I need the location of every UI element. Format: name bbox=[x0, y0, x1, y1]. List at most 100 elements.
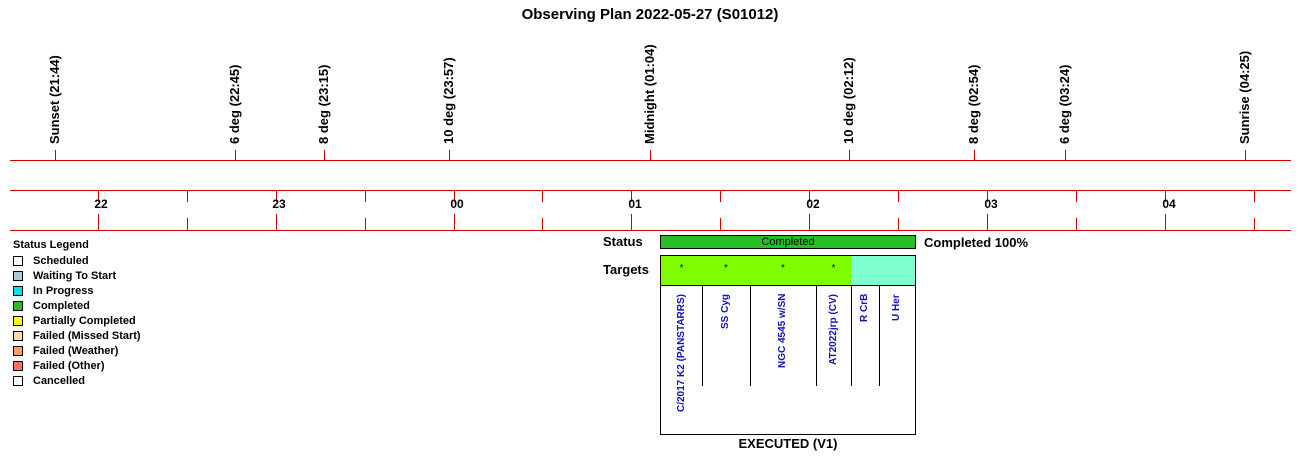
target-column-divider bbox=[702, 286, 703, 386]
target-column-divider bbox=[851, 286, 852, 386]
event-tick bbox=[1065, 150, 1066, 160]
legend-label: In Progress bbox=[33, 284, 94, 297]
target-status-cell[interactable]: * bbox=[750, 256, 817, 286]
hour-tick bbox=[898, 190, 899, 202]
hour-tick bbox=[1076, 218, 1077, 230]
hour-tick bbox=[987, 190, 988, 202]
target-column-divider bbox=[879, 286, 880, 386]
timeline-axis-line bbox=[10, 160, 1291, 161]
event-tick bbox=[849, 150, 850, 160]
hour-tick bbox=[898, 218, 899, 230]
hour-tick bbox=[542, 218, 543, 230]
hour-tick bbox=[365, 190, 366, 202]
legend-swatch bbox=[13, 315, 23, 326]
hour-tick bbox=[1165, 214, 1166, 230]
hour-tick bbox=[454, 214, 455, 230]
hour-label: 03 bbox=[984, 197, 998, 211]
event-label: Sunset (21:44) bbox=[47, 55, 62, 144]
event-tick bbox=[449, 150, 450, 160]
event-tick bbox=[974, 150, 975, 160]
target-column-divider bbox=[750, 286, 751, 386]
hour-tick bbox=[631, 190, 632, 202]
hour-label: 02 bbox=[806, 197, 820, 211]
event-tick bbox=[55, 150, 56, 160]
hour-label: 04 bbox=[1162, 197, 1176, 211]
legend-label: Failed (Other) bbox=[33, 359, 105, 372]
event-label: 6 deg (22:45) bbox=[227, 64, 242, 144]
hour-tick bbox=[809, 214, 810, 230]
legend-item: Scheduled bbox=[13, 253, 141, 268]
hour-tick bbox=[631, 214, 632, 230]
targets-row-label: Targets bbox=[603, 262, 649, 277]
legend-swatch bbox=[13, 330, 23, 341]
target-name-link[interactable]: U Her bbox=[891, 294, 902, 321]
legend-item: Waiting To Start bbox=[13, 268, 141, 283]
legend-swatch bbox=[13, 360, 23, 371]
hour-tick bbox=[987, 214, 988, 230]
event-label: 10 deg (23:57) bbox=[441, 57, 456, 144]
hour-tick bbox=[276, 214, 277, 230]
hour-tick bbox=[98, 190, 99, 202]
target-status-cell[interactable] bbox=[879, 256, 915, 286]
hour-tick bbox=[1254, 218, 1255, 230]
target-name-link[interactable]: AT2022jrp (CV) bbox=[828, 294, 839, 365]
timeline-axis-line bbox=[10, 230, 1291, 231]
hour-tick bbox=[98, 214, 99, 230]
hour-tick bbox=[1254, 190, 1255, 202]
hour-tick bbox=[187, 190, 188, 202]
target-name-link[interactable]: R CrB bbox=[859, 294, 870, 323]
hour-label: 23 bbox=[272, 197, 286, 211]
hour-tick bbox=[720, 218, 721, 230]
target-name-link[interactable]: C/2017 K2 (PANSTARRS) bbox=[676, 294, 687, 412]
legend-label: Partially Completed bbox=[33, 314, 136, 327]
legend-label: Scheduled bbox=[33, 254, 89, 267]
legend-item: Cancelled bbox=[13, 373, 141, 388]
legend-swatch bbox=[13, 375, 23, 386]
event-label: 8 deg (23:15) bbox=[316, 64, 331, 144]
executed-version-label: EXECUTED (V1) bbox=[738, 436, 838, 451]
target-name-link[interactable]: SS Cyg bbox=[720, 294, 731, 330]
legend-swatch bbox=[13, 270, 23, 281]
event-tick bbox=[324, 150, 325, 160]
hour-tick bbox=[1165, 190, 1166, 202]
legend-label: Waiting To Start bbox=[33, 269, 117, 282]
target-status-cell[interactable]: * bbox=[816, 256, 852, 286]
status-row-label: Status bbox=[603, 234, 643, 249]
hour-tick bbox=[1076, 190, 1077, 202]
hour-label: 00 bbox=[450, 197, 464, 211]
legend-item: Failed (Weather) bbox=[13, 343, 141, 358]
legend-label: Completed bbox=[33, 299, 90, 312]
hour-tick bbox=[276, 190, 277, 202]
completion-summary: Completed 100% bbox=[924, 235, 1029, 250]
event-tick bbox=[1245, 150, 1246, 160]
event-tick bbox=[650, 150, 651, 160]
hour-tick bbox=[809, 190, 810, 202]
legend-label: Failed (Weather) bbox=[33, 344, 119, 357]
timeline-axis-line bbox=[10, 190, 1291, 191]
target-status-cell[interactable]: * bbox=[661, 256, 703, 286]
legend-item: Failed (Other) bbox=[13, 358, 141, 373]
status-bar[interactable]: Completed bbox=[660, 235, 916, 249]
page-title: Observing Plan 2022-05-27 (S01012) bbox=[521, 6, 779, 23]
target-name-link[interactable]: NGC 4545 w/SN bbox=[777, 294, 788, 369]
event-label: Sunrise (04:25) bbox=[1237, 50, 1252, 144]
legend-swatch bbox=[13, 345, 23, 356]
hour-tick bbox=[187, 218, 188, 230]
legend-label: Failed (Missed Start) bbox=[33, 329, 141, 342]
event-label: Midnight (01:04) bbox=[642, 44, 657, 144]
event-tick bbox=[235, 150, 236, 160]
target-status-cell[interactable] bbox=[851, 256, 880, 286]
hour-tick bbox=[542, 190, 543, 202]
legend-title: Status Legend bbox=[13, 239, 89, 251]
hour-tick bbox=[720, 190, 721, 202]
hour-label: 01 bbox=[628, 197, 642, 211]
event-label: 8 deg (02:54) bbox=[966, 64, 981, 144]
hour-label: 22 bbox=[94, 197, 108, 211]
hour-tick bbox=[365, 218, 366, 230]
target-status-cell[interactable]: * bbox=[702, 256, 751, 286]
event-label: 6 deg (03:24) bbox=[1057, 64, 1072, 144]
legend-label: Cancelled bbox=[33, 374, 85, 387]
legend-swatch bbox=[13, 285, 23, 296]
legend-swatch bbox=[13, 300, 23, 311]
